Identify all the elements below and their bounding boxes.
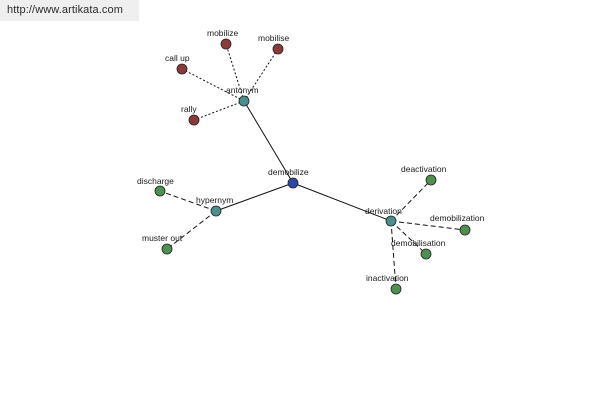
node-mobilize[interactable] [220, 38, 232, 50]
edge-antonym-rally [193, 100, 245, 121]
label-mobilise[interactable]: mobilise [258, 33, 289, 43]
edge-center-hypernym [215, 182, 294, 212]
label-call-up[interactable]: call up [165, 53, 190, 63]
node-demobilisation[interactable] [420, 248, 432, 260]
label-demobilization[interactable]: demobilization [430, 213, 485, 223]
node-call-up[interactable] [176, 63, 188, 75]
url-banner: http://www.artikata.com [0, 0, 139, 21]
edge-antonym-mobilize [225, 43, 245, 102]
node-center[interactable] [287, 177, 299, 189]
edge-derivation-demobilization [390, 220, 466, 231]
node-muster-out[interactable] [161, 243, 173, 255]
label-demobilisation[interactable]: demobilisation [391, 238, 446, 248]
node-antonym[interactable] [238, 95, 250, 107]
edge-hypernym-discharge [159, 190, 217, 212]
node-deactivation[interactable] [425, 174, 437, 186]
label-derivation[interactable]: derivation [365, 206, 402, 216]
label-inactivation[interactable]: inactivation [366, 273, 409, 283]
label-antonym[interactable]: antonym [226, 85, 259, 95]
label-discharge[interactable]: discharge [137, 176, 174, 186]
node-inactivation[interactable] [390, 283, 402, 295]
node-hypernym[interactable] [210, 205, 222, 217]
label-center[interactable]: demobilize [268, 167, 309, 177]
edge-center-derivation [292, 182, 392, 222]
edge-center-antonym [243, 100, 294, 184]
edge-derivation-deactivation [390, 179, 432, 222]
label-mobilize[interactable]: mobilize [207, 28, 238, 38]
label-muster-out[interactable]: muster out [142, 233, 183, 243]
node-derivation[interactable] [385, 215, 397, 227]
label-deactivation[interactable]: deactivation [401, 164, 447, 174]
edge-derivation-inactivation [390, 220, 397, 290]
edge-derivation-demobilisation [390, 220, 427, 255]
node-rally[interactable] [188, 114, 200, 126]
node-discharge[interactable] [154, 185, 166, 197]
label-hypernym[interactable]: hypernym [196, 195, 233, 205]
site-url[interactable]: http://www.artikata.com [7, 4, 124, 16]
edge-hypernym-muster-out [166, 210, 217, 250]
node-mobilise[interactable] [272, 43, 284, 55]
label-rally[interactable]: rally [181, 104, 197, 114]
node-demobilization[interactable] [459, 224, 471, 236]
